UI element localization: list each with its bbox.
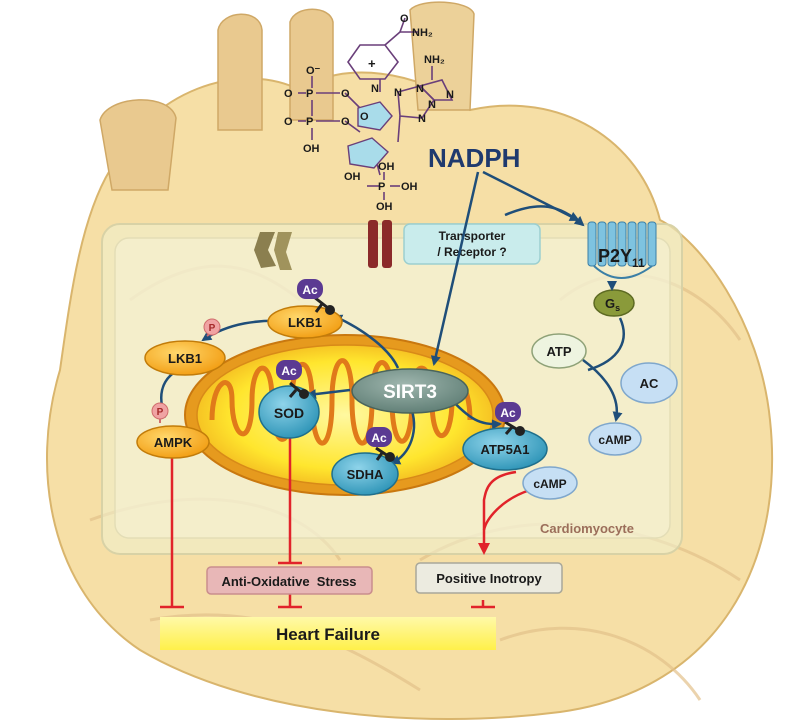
atom-o2: O [341, 88, 350, 100]
atom-p2: P [306, 116, 313, 128]
acetyl-label: Ac [302, 283, 318, 297]
ampk-label: AMPK [154, 435, 193, 450]
receptor-helix-icon [587, 221, 657, 279]
lkb1-node-left: LKB1 [144, 340, 226, 376]
atom-o-ring: O [360, 111, 369, 123]
phosphate-marker-icon: P [203, 318, 221, 337]
sirt3-label: SIRT3 [383, 382, 437, 403]
transporter-label-line2: / Receptor ? [437, 245, 506, 259]
atp-label: ATP [546, 344, 571, 359]
atom-oh2: OH [344, 171, 361, 183]
ampk-node: AMPK [136, 425, 210, 459]
anti-oxidative-stress-box: Anti-Oxidative Stress [206, 566, 373, 595]
heart-failure-label: Heart Failure [276, 625, 380, 644]
membrane-channel-icon [368, 220, 392, 268]
lkb1-label-left: LKB1 [168, 351, 202, 366]
inhibition-arrows [160, 432, 531, 609]
atom-n-plus: N [371, 83, 379, 95]
ion-channel-icon [254, 232, 292, 270]
camp-node-upper: cAMP [588, 422, 642, 456]
lkb1-node-top: LKB1 [267, 305, 343, 339]
gs-protein-node: Gs [593, 289, 635, 317]
acetyl-label: Ac [371, 431, 387, 445]
atom-oh1: OH [303, 143, 320, 155]
camp-label-upper: cAMP [598, 433, 631, 447]
acetyl-lysine-marker-icon: Ac [297, 279, 335, 315]
acetyl-lysine-marker-icon: Ac [495, 402, 525, 436]
atom-adenine-nh2: NH₂ [424, 54, 445, 66]
atom-oh4: OH [376, 201, 393, 213]
camp-node-lower: cAMP [522, 466, 578, 500]
atom-oh3: OH [401, 181, 418, 193]
atom-plus: + [368, 56, 376, 71]
atom-n1: N [394, 87, 402, 99]
acetyl-label: Ac [500, 406, 516, 420]
atp5a1-node: ATP5A1 [462, 427, 548, 471]
sirt3-node: SIRT3 [351, 368, 469, 414]
gs-label: Gs [605, 296, 620, 313]
p2y11-label: P2Y11 [598, 246, 645, 270]
ribose-ring-icon [347, 101, 393, 169]
heart-failure-bar: Heart Failure [160, 617, 496, 650]
ac-label: AC [640, 376, 659, 391]
positive-inotropy-box: Positive Inotropy [415, 562, 563, 594]
atom-o-minus: O⁻ [306, 65, 321, 77]
acetyl-lysine-marker-icon: Ac [276, 360, 309, 399]
atom-p3: P [378, 181, 385, 193]
anti-oxidative-label: Anti-Oxidative Stress [221, 574, 356, 589]
atom-o3: O [284, 116, 293, 128]
lkb1-label-top: LKB1 [288, 315, 322, 330]
molecule-atom-labels: O⁻ P O O P O O OH O OH P OH OH OH N + NH… [284, 13, 454, 213]
phosphate-marker-icon: P [151, 402, 169, 423]
atom-amide-nh2: NH₂ [412, 27, 433, 39]
activation-arrows [157, 170, 625, 465]
sod-label: SOD [274, 405, 304, 421]
nadph-label: NADPH [428, 143, 520, 173]
sod-node: SOD [258, 385, 320, 439]
phospho-label: P [209, 323, 216, 334]
atom-p1: P [306, 88, 313, 100]
atom-n3: N [446, 89, 454, 101]
acetyl-lysine-marker-icon: Ac [366, 427, 395, 462]
transporter-label-line1: Transporter [439, 229, 506, 243]
atom-o4: O [341, 116, 350, 128]
positive-inotropy-label: Positive Inotropy [436, 571, 542, 586]
atom-o1: O [284, 88, 293, 100]
atom-n5: N [418, 113, 426, 125]
ac-node: AC [620, 362, 678, 404]
atp5a1-label: ATP5A1 [481, 442, 530, 457]
cardiomyocyte-label: Cardiomyocyte [540, 521, 634, 536]
acetyl-label: Ac [281, 364, 297, 378]
nadph-molecule-structure [298, 17, 454, 200]
atom-o-carbonyl: O [400, 13, 409, 25]
sdha-node: SDHA [331, 452, 399, 496]
sdha-label: SDHA [347, 467, 384, 482]
atom-n4: N [428, 99, 436, 111]
camp-label-lower: cAMP [533, 477, 566, 491]
transporter-receptor-box: Transporter / Receptor ? [403, 223, 541, 265]
atom-n2: N [416, 83, 424, 95]
atom-oh5: OH [378, 161, 395, 173]
atp-node: ATP [531, 333, 587, 369]
phospho-label: P [157, 407, 164, 418]
